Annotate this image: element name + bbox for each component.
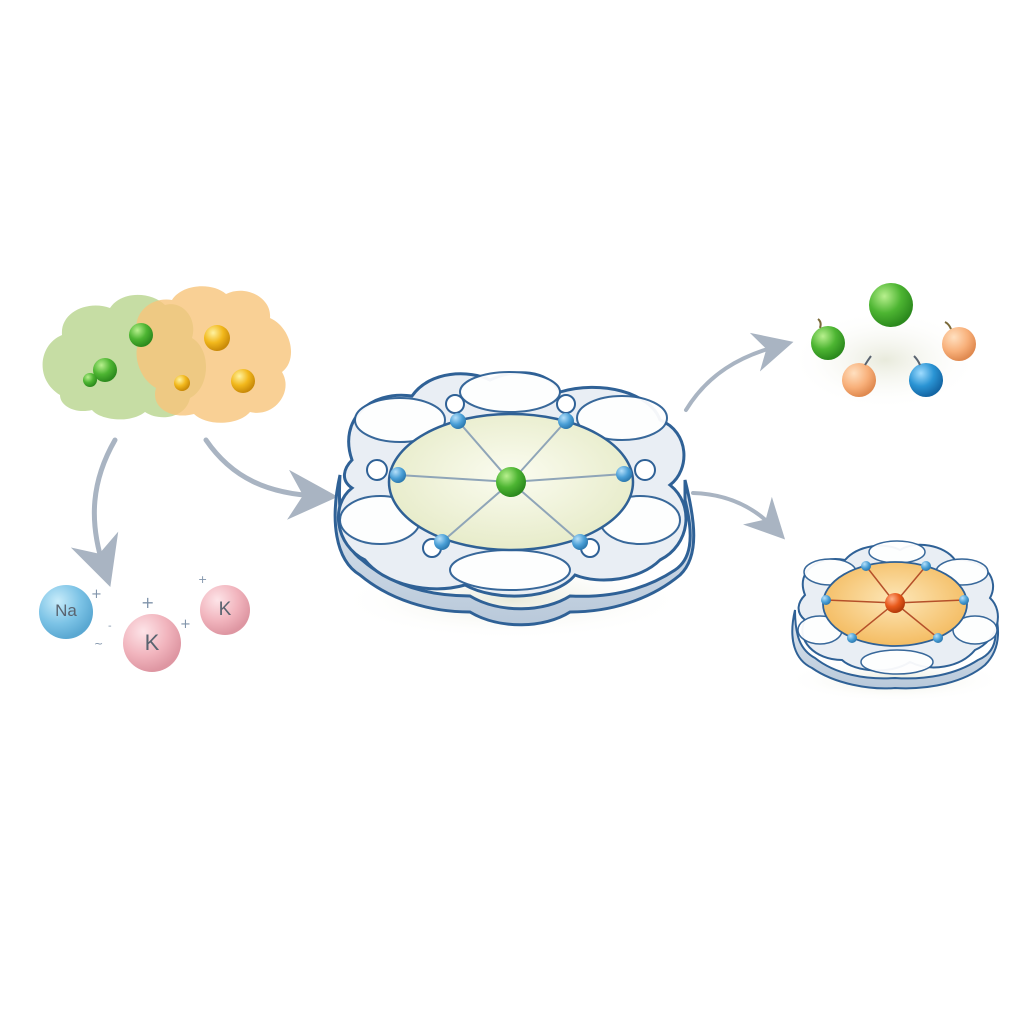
charge-sign: +: [198, 573, 208, 586]
host-orange-complex: [785, 540, 1005, 702]
host-green-complex: [333, 371, 696, 640]
ring-lobes: [339, 371, 681, 591]
charge-sign: +: [91, 587, 102, 602]
charge-sign: +: [141, 593, 155, 612]
potassium-ion: [123, 614, 181, 672]
guest-sphere-orange: [842, 363, 876, 397]
green-particle: [129, 323, 153, 347]
guest-sphere-green-large: [869, 283, 913, 327]
charge-sign: ~: [94, 637, 104, 650]
guest-sphere-orange: [942, 327, 976, 361]
donor-atoms: [390, 413, 632, 550]
green-particle: [93, 358, 117, 382]
guest-sphere-blue: [909, 363, 943, 397]
yellow-particle: [174, 375, 190, 391]
arrow-host-to-small-complex: [691, 491, 786, 540]
yellow-particle: [231, 369, 255, 393]
arrows: [70, 332, 794, 587]
charge-sign: -: [108, 621, 112, 632]
yellow-particle: [204, 325, 230, 351]
charge-sign: +: [180, 617, 191, 632]
released-guests: [790, 283, 980, 410]
green-particle: [83, 373, 97, 387]
arrow-cloud-to-ions: [70, 437, 119, 587]
arrow-cloud-to-host: [203, 437, 338, 520]
mixture-cloud: [42, 286, 292, 423]
guest-ion-green: [496, 467, 526, 497]
guest-sphere-green: [811, 326, 845, 360]
potassium-ion: [200, 585, 250, 635]
orange-cloud: [136, 286, 292, 423]
free-ions: [39, 585, 250, 672]
arrow-host-to-released: [684, 332, 794, 412]
guest-ion-orange: [885, 593, 905, 613]
sodium-ion: [39, 585, 93, 639]
